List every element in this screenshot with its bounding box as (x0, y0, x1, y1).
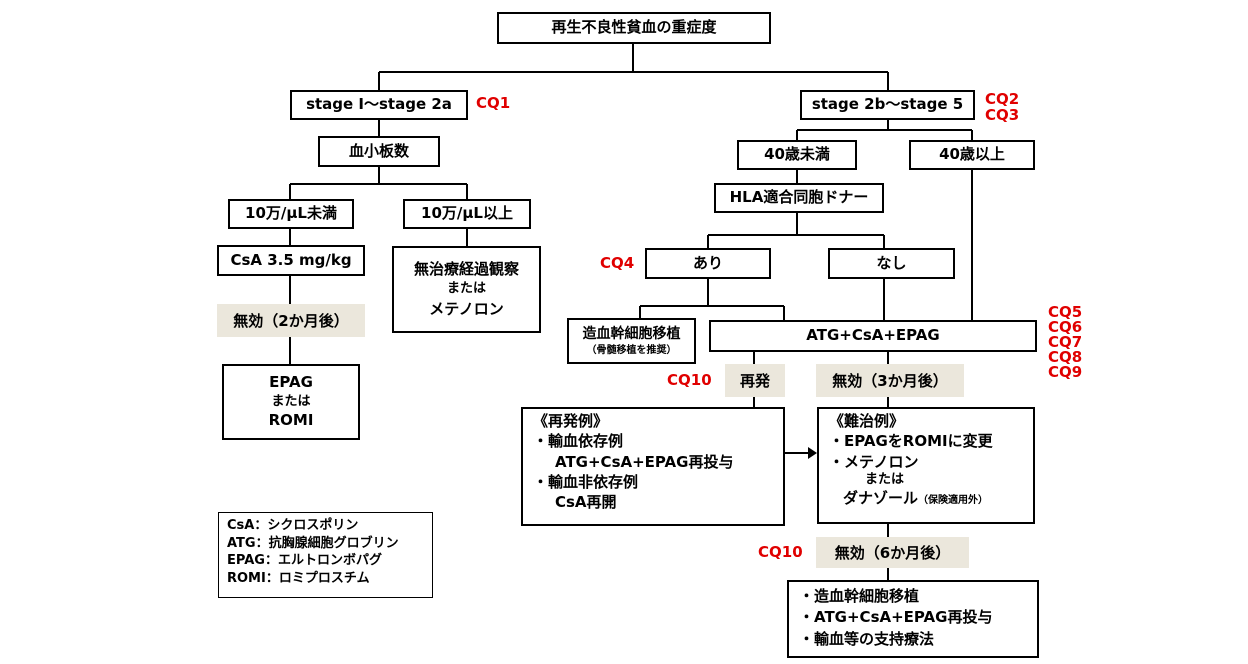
relapse-item2: ・輸血非依存例 (533, 472, 639, 491)
observation-line2: または (446, 281, 486, 297)
title-box: 再生不良性貧血の重症度 (497, 12, 771, 44)
relapse-title: 《再発例》 (533, 412, 609, 430)
hsct-line2: （骨髄移植を推奨） (586, 344, 677, 356)
final-item3: ・輸血等の支持療法 (799, 629, 935, 648)
epag-romi-line1: EPAG (269, 373, 313, 392)
abbreviation-legend: CsA：シクロスポリン ATG：抗胸腺細胞グロブリン EPAG：エルトロンボパグ… (218, 512, 433, 598)
atg-regimen-box: ATG+CsA+EPAG (709, 320, 1037, 352)
observation-box: 無治療経過観察 または メテノロン (392, 246, 541, 333)
relapse-item1: ・輸血依存例 (533, 432, 624, 451)
refractory-item3-note: （保険適用外） (918, 494, 989, 506)
age-under40-box: 40歳未満 (737, 140, 857, 170)
legend-romi: ROMI：ロミプロスチム (227, 570, 370, 586)
refractory-or: または (865, 471, 905, 487)
hsct-box: 造血幹細胞移植 （骨髄移植を推奨） (567, 318, 696, 364)
stage-severe-box: stage 2b～stage 5 (800, 90, 975, 120)
relapse-tag: 再発 (725, 364, 785, 397)
observation-line3: メテノロン (429, 299, 504, 318)
cq8-label: CQ8 (1048, 348, 1083, 366)
cq6-label: CQ6 (1048, 318, 1083, 336)
refractory-title: 《難治例》 (829, 412, 905, 430)
cq10-6m-label: CQ10 (758, 543, 803, 561)
platelet-high-box: 10万/μL以上 (403, 199, 531, 229)
legend-atg: ATG：抗胸腺細胞グロブリン (227, 535, 399, 551)
epag-romi-box: EPAG または ROMI (222, 364, 360, 440)
csa-dose-box: CsA 3.5 mg/kg (217, 245, 365, 276)
relapse-item2-detail: CsA再開 (555, 493, 617, 511)
final-item2: ・ATG+CsA+EPAG再投与 (799, 608, 993, 627)
cq1-label: CQ1 (476, 94, 511, 112)
refractory-item1: ・EPAGをROMIに変更 (829, 432, 993, 451)
cq7-label: CQ7 (1048, 333, 1083, 351)
donor-no-box: なし (828, 248, 955, 279)
platelet-low-box: 10万/μL未満 (228, 199, 354, 229)
epag-romi-line3: ROMI (268, 411, 314, 430)
cq4-label: CQ4 (600, 254, 635, 272)
stage-mild-box: stage Ⅰ～stage 2a (290, 90, 468, 120)
hla-donor-box: HLA適合同胞ドナー (714, 183, 884, 213)
donor-yes-box: あり (645, 248, 771, 279)
final-options-box: ・造血幹細胞移植 ・ATG+CsA+EPAG再投与 ・輸血等の支持療法 (787, 580, 1039, 658)
legend-csa: CsA：シクロスポリン (227, 518, 359, 533)
refractory-case-box: 《難治例》 ・EPAGをROMIに変更 ・メテノロン または ダナゾール（保険適… (817, 407, 1035, 524)
ineffective-2m-tag: 無効（2か月後） (217, 304, 365, 337)
refractory-item3: ダナゾール (843, 488, 919, 507)
observation-line1: 無治療経過観察 (413, 259, 519, 278)
relapse-case-box: 《再発例》 ・輸血依存例 ATG+CsA+EPAG再投与 ・輸血非依存例 CsA… (521, 407, 785, 526)
platelet-box: 血小板数 (318, 136, 440, 167)
refractory-item2: ・メテノロン (829, 452, 919, 471)
cq5-label: CQ5 (1048, 303, 1083, 321)
cq3-label: CQ3 (985, 106, 1020, 124)
refractory-item3-row: ダナゾール（保険適用外） (829, 488, 989, 507)
ineffective-3m-tag: 無効（3か月後） (816, 364, 964, 397)
arrow-head (808, 447, 817, 459)
age-over40-box: 40歳以上 (909, 140, 1035, 170)
legend-epag: EPAG：エルトロンボパグ (227, 553, 382, 569)
epag-romi-line2: または (271, 393, 311, 409)
cq9-label: CQ9 (1048, 363, 1083, 381)
cq2-label: CQ2 (985, 90, 1020, 108)
hsct-line1: 造血幹細胞移植 (582, 325, 681, 342)
ineffective-6m-tag: 無効（6か月後） (816, 537, 969, 568)
final-item1: ・造血幹細胞移植 (799, 587, 920, 605)
cq10-relapse-label: CQ10 (667, 371, 712, 389)
relapse-item1-detail: ATG+CsA+EPAG再投与 (555, 452, 734, 471)
